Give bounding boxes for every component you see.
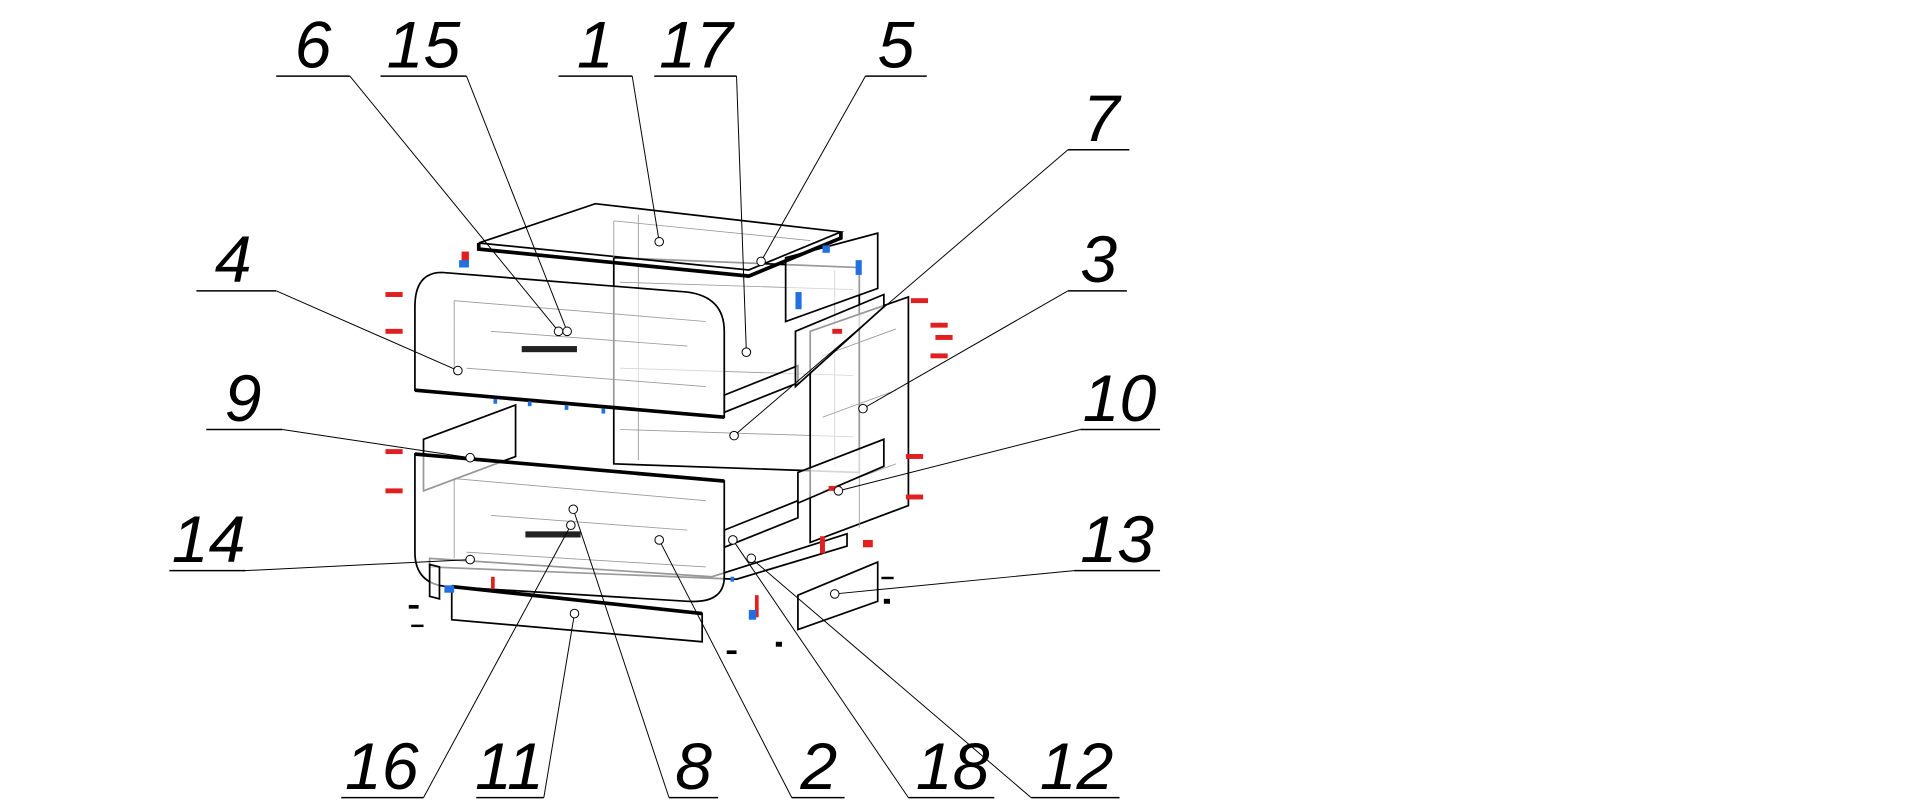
- upper-frame-side: [784, 232, 879, 323]
- callout-3: 3: [858, 223, 1127, 414]
- callout-7: 7: [729, 82, 1130, 441]
- callout-number: 17: [659, 9, 735, 83]
- callout-6: 6: [276, 9, 564, 337]
- leader-line: [838, 429, 1081, 492]
- callout-13: 13: [829, 503, 1161, 599]
- left-leg: [428, 563, 441, 600]
- leader-point: [833, 486, 844, 496]
- callout-11: 11: [475, 608, 580, 804]
- callout-number: 8: [675, 730, 712, 804]
- callout-12: 12: [746, 553, 1120, 804]
- leader-line: [282, 429, 471, 459]
- leader-line: [245, 559, 471, 572]
- leader-point: [654, 535, 664, 545]
- callout-8: 8: [568, 504, 719, 804]
- callout-17: 17: [654, 9, 752, 357]
- callout-number: 9: [225, 362, 262, 436]
- leader-line: [736, 76, 747, 353]
- callout-1: 1: [558, 9, 664, 247]
- leader-point: [465, 452, 475, 463]
- callout-number: 13: [1080, 503, 1154, 577]
- callout-number: 11: [475, 730, 544, 804]
- leader-line: [466, 75, 568, 332]
- leader-line: [862, 290, 1069, 410]
- leader-line: [750, 557, 1032, 799]
- leader-point: [756, 256, 766, 267]
- leader-line: [760, 75, 866, 262]
- leader-line: [276, 290, 459, 372]
- leader-point: [829, 589, 840, 599]
- callout-number: 3: [1080, 223, 1117, 297]
- callout-number: 4: [215, 223, 252, 297]
- callout-2: 2: [654, 535, 845, 804]
- callout-10: 10: [833, 362, 1161, 496]
- leader-line: [423, 524, 572, 798]
- callout-15: 15: [380, 9, 572, 337]
- leader-line: [349, 75, 559, 332]
- leader-point: [465, 554, 475, 565]
- leader-point: [568, 504, 579, 515]
- callout-number: 10: [1083, 362, 1157, 436]
- leader-point: [741, 347, 752, 357]
- leader-line: [733, 149, 1069, 437]
- leader-point: [654, 236, 664, 247]
- leader-line: [543, 613, 575, 798]
- leader-point: [569, 608, 580, 619]
- callout-number: 15: [387, 9, 462, 83]
- callout-number: 2: [799, 730, 837, 804]
- callout-number: 18: [916, 730, 990, 804]
- leader-point: [553, 326, 564, 337]
- callout-number: 14: [172, 503, 246, 577]
- callout-9: 9: [206, 362, 475, 463]
- leader-point: [453, 365, 463, 376]
- callout-5: 5: [756, 9, 927, 267]
- callout-4: 4: [196, 223, 463, 376]
- callout-16: 16: [341, 520, 576, 804]
- callout-number: 16: [345, 730, 419, 804]
- callout-18: 18: [728, 535, 995, 804]
- leader-point: [562, 326, 572, 337]
- upper-drawer-front: [414, 271, 726, 419]
- leader-line: [631, 76, 660, 242]
- leader-point: [566, 520, 576, 530]
- callouts: 6 15 1 17 5 7 4 3 9 10 14 13 16 11 8 2 18 12: [169, 9, 1161, 804]
- lower-handle: [525, 531, 581, 538]
- callout-number: 12: [1040, 730, 1114, 804]
- leader-line: [572, 509, 670, 798]
- leader-line: [732, 539, 909, 798]
- callout-14: 14: [169, 503, 475, 577]
- small-hardware: [408, 576, 894, 655]
- callout-number: 1: [577, 9, 614, 83]
- leader-line: [658, 539, 793, 798]
- leader-point: [728, 535, 738, 545]
- leader-point: [729, 430, 739, 441]
- leader-point: [746, 553, 757, 564]
- callout-number: 7: [1083, 82, 1122, 156]
- middle-rail: [797, 438, 885, 505]
- fasteners-red: [385, 251, 953, 618]
- callout-number: 5: [878, 9, 916, 83]
- chest-of-drawers-exploded-view: [385, 202, 953, 655]
- callout-number: 6: [295, 9, 332, 83]
- fasteners-blue: [444, 245, 862, 620]
- leader-point: [858, 403, 868, 414]
- leader-line: [834, 570, 1075, 595]
- upper-handle: [521, 346, 577, 353]
